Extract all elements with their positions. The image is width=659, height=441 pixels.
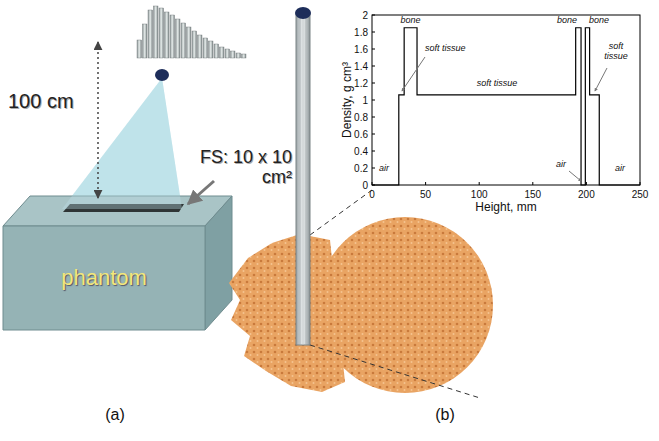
spectrum-bar xyxy=(159,8,164,58)
spectrum-bar xyxy=(214,44,219,58)
tissue-label: soft tissue xyxy=(476,79,519,89)
beam-cone xyxy=(62,78,182,209)
column-stripe xyxy=(300,16,301,344)
tick-mark xyxy=(532,182,533,185)
beam-cone-overlay xyxy=(62,78,182,209)
spectrum-bar xyxy=(198,35,203,58)
zoom-line xyxy=(310,345,480,398)
leader-line xyxy=(402,57,425,91)
tick-mark xyxy=(372,66,375,67)
spectrum-bar xyxy=(203,38,208,58)
spectrum-bar xyxy=(176,19,181,58)
spectrum-bar xyxy=(148,10,153,58)
leader-line xyxy=(595,68,607,91)
tick-label: 250 xyxy=(632,189,649,200)
tick-mark xyxy=(372,15,375,16)
axis-ticks xyxy=(372,15,640,185)
tick-label: 100 xyxy=(471,189,488,200)
spectrum-bar xyxy=(187,27,192,58)
column-stripe xyxy=(303,16,304,344)
column-stripe xyxy=(306,16,307,344)
tick-label: 0 xyxy=(369,189,375,200)
voxel-column xyxy=(296,14,310,345)
leader-line xyxy=(569,171,581,181)
tick-mark xyxy=(372,100,375,101)
spectrum-bar xyxy=(170,15,175,58)
tick-label: 0.2 xyxy=(354,163,368,174)
tick-label: 1.2 xyxy=(354,78,368,89)
zoom-line xyxy=(310,190,372,235)
tick-mark xyxy=(586,182,587,185)
column-source xyxy=(295,7,311,19)
tick-label: 1 xyxy=(362,95,368,106)
tick-mark xyxy=(479,182,480,185)
tick-label: 1.4 xyxy=(354,61,368,72)
spectrum-bar xyxy=(154,6,159,58)
distance-arrow xyxy=(97,42,99,198)
axis-title: Density, g cm³ xyxy=(341,62,354,138)
tick-mark xyxy=(372,49,375,50)
tick-label: 1.8 xyxy=(354,27,368,38)
dimension-label: 100 cm xyxy=(8,90,74,112)
tick-mark xyxy=(372,134,375,135)
tick-label: 200 xyxy=(578,189,595,200)
spectrum-bar xyxy=(220,47,225,58)
tissue-label: air xyxy=(614,164,626,174)
tissue-label: soft tissue xyxy=(600,42,632,62)
tick-mark xyxy=(372,151,375,152)
tissue-label: soft tissue xyxy=(424,44,467,54)
spectrum-bar xyxy=(137,40,142,58)
tissue-label: bone xyxy=(588,16,610,26)
phantom-label: phantom xyxy=(61,265,147,291)
spectrum-bar xyxy=(143,24,148,58)
tick-mark xyxy=(425,182,426,185)
spectrum-bar xyxy=(236,53,241,58)
tick-label: 150 xyxy=(524,189,541,200)
tissue-label: air xyxy=(555,160,567,170)
phantom-box: phantom xyxy=(3,226,205,330)
density-profile xyxy=(372,28,640,185)
tick-label: 0 xyxy=(362,180,368,191)
spectrum-bar xyxy=(181,23,186,58)
tick-label: 0.4 xyxy=(354,146,368,157)
spectrum-bar xyxy=(192,31,197,58)
tick-mark xyxy=(372,117,375,118)
tick-label: 0.6 xyxy=(354,129,368,140)
tissue-label: bone xyxy=(399,16,421,26)
plot-frame xyxy=(372,15,640,185)
phantom-front xyxy=(3,226,205,330)
column-stripes xyxy=(300,16,306,344)
axis-title: Height, mm xyxy=(475,201,536,214)
spectrum-bar xyxy=(225,49,230,58)
field-size-label: FS: 10 x 10 cm² xyxy=(190,148,292,188)
spectrum-bar xyxy=(209,41,214,58)
tick-mark xyxy=(372,83,375,84)
tick-label: 2 xyxy=(362,10,368,21)
tick-label: 50 xyxy=(420,189,431,200)
spectrum-bar xyxy=(242,54,247,58)
tick-label: 1.6 xyxy=(354,44,368,55)
panel-caption: (b) xyxy=(435,406,455,424)
tick-mark xyxy=(372,168,375,169)
spectrum-histogram xyxy=(137,6,246,58)
fs-arrow xyxy=(188,181,214,204)
spectrum-bar xyxy=(231,51,236,58)
tick-mark xyxy=(372,32,375,33)
head-skull xyxy=(317,217,493,393)
tick-label: 0.8 xyxy=(354,112,368,123)
tissue-label: bone xyxy=(556,16,578,26)
tissue-label: air xyxy=(378,164,390,174)
panel-caption: (a) xyxy=(105,406,125,424)
spectrum-bar xyxy=(165,12,170,58)
source-dot xyxy=(155,69,169,81)
phantom-side xyxy=(205,196,232,330)
